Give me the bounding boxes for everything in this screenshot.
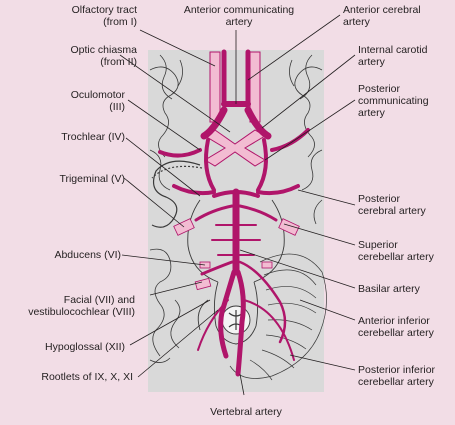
- pica-left: [197, 299, 229, 351]
- spinal-cord-section: [221, 305, 251, 335]
- label-trochlear: Trochlear (IV): [61, 131, 125, 143]
- label-posterior-inferior-cerebellar-artery: Posterior inferior cerebellar artery: [358, 364, 436, 388]
- leader-lines: [119, 14, 356, 396]
- pontine-branches: [211, 224, 261, 256]
- label-trigeminal: Trigeminal (V): [59, 173, 125, 185]
- arterial-circle: [158, 49, 310, 377]
- internal-carotid-left: [200, 106, 228, 140]
- label-posterior-communicating-artery: Posterior communicating artery: [358, 83, 429, 119]
- posterior-cerebral-right: [256, 184, 300, 196]
- label-olfactory-tract: Olfactory tract (from I): [71, 4, 137, 28]
- label-facial-vestibulocochlear: Facial (VII) and vestibulocochlear (VIII…: [28, 294, 135, 318]
- olfactory-tracts: [209, 51, 261, 123]
- label-oculomotor: Oculomotor (III): [70, 89, 125, 113]
- pica-right: [243, 299, 295, 361]
- brain-gyri: [149, 54, 323, 363]
- posterior-cerebral-left: [172, 184, 216, 196]
- optic-chiasma: [204, 129, 266, 167]
- label-anterior-cerebral-artery: Anterior cerebral artery: [343, 4, 421, 28]
- trochlear-nerve: [151, 160, 203, 228]
- posterior-communicating-left: [204, 138, 216, 192]
- label-optic-chiasma: Optic chiasma (from II): [70, 44, 137, 68]
- label-internal-carotid-artery: Internal carotid artery: [358, 44, 428, 68]
- superior-cerebellar-left: [194, 204, 234, 222]
- posterior-communicating-right: [256, 138, 268, 192]
- basilar-top: [212, 190, 260, 198]
- label-abducens: Abducens (VI): [54, 249, 121, 261]
- artery-left-branch: [158, 148, 202, 158]
- label-anterior-inferior-cerebellar-artery: Anterior inferior cerebellar artery: [358, 315, 434, 339]
- label-vertebral-artery: Vertebral artery: [210, 406, 282, 418]
- aica-right: [238, 260, 287, 344]
- vertebral-left: [218, 269, 237, 359]
- label-posterior-cerebral-artery: Posterior cerebral artery: [358, 193, 426, 217]
- label-basilar-artery: Basilar artery: [358, 283, 420, 295]
- brainstem: [187, 199, 285, 345]
- vertebral-right: [235, 269, 246, 377]
- superior-cerebellar-right: [238, 204, 278, 222]
- label-rootlets: Rootlets of IX, X, XI: [41, 371, 133, 383]
- label-superior-cerebellar-artery: Superior cerebellar artery: [358, 239, 434, 263]
- anterior-cerebral-arteries: [221, 49, 251, 105]
- internal-carotid-right: [244, 106, 272, 140]
- label-hypoglossal: Hypoglossal (XII): [45, 341, 125, 353]
- label-anterior-communicating-artery: Anterior communicating artery: [183, 4, 295, 28]
- aica-left: [200, 260, 234, 276]
